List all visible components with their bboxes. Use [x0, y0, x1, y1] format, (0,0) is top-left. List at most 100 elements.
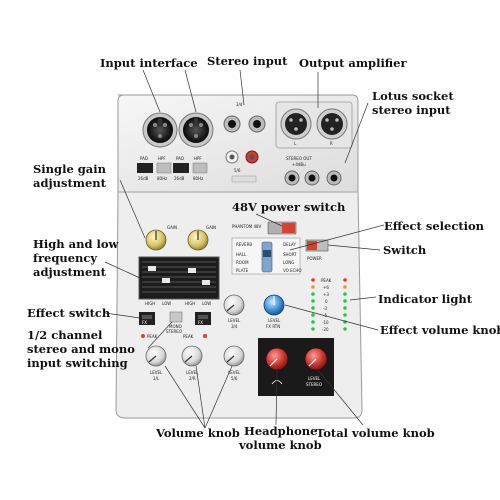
total-volume-knob — [304, 347, 328, 371]
long-label: LONG — [283, 260, 294, 265]
svg-text:5/6: 5/6 — [234, 168, 241, 173]
label-effect-switch: Effect switch — [27, 306, 111, 320]
eq-high-2: HIGH — [185, 301, 195, 306]
meter-minus10: -10 — [322, 320, 329, 325]
level-knob-56 — [223, 345, 245, 367]
power-label: POWER — [307, 256, 322, 261]
label-channel-switch-2: stereo and mono — [27, 342, 135, 356]
label-channel-switch-1: 1/2 channel — [27, 328, 103, 342]
label-headphone-1: Headphone — [244, 424, 318, 438]
gain-knob-1 — [145, 229, 167, 251]
level-label-2: LEVEL — [186, 370, 199, 375]
meter-0: 0 — [325, 299, 328, 304]
meter-peak: PEAK — [321, 278, 332, 283]
fx-switch-1 — [139, 312, 155, 325]
rca-red — [245, 150, 259, 164]
gain-label-2: GAIN — [206, 225, 216, 230]
vo-echo-label: VO ECHO — [283, 268, 302, 273]
label-high-low-3: adjustment — [33, 265, 106, 279]
level-label-56: LEVEL — [228, 370, 241, 375]
label-single-gain-2: adjustment — [33, 176, 106, 190]
fx-label-1: FX — [142, 320, 147, 325]
combo-input-1 — [142, 112, 178, 148]
pad-label-2: PAD — [176, 156, 184, 161]
label-switch: Switch — [383, 243, 427, 257]
reverb-label: REVERB — [236, 242, 252, 247]
stereo-out-label: STEREO OUT — [286, 156, 312, 161]
pad-db-2: 26dB — [174, 176, 185, 181]
level-knob-2r — [181, 345, 203, 367]
hpf-label-1: HPF — [158, 156, 166, 161]
label-stereo-input: Stereo input — [207, 54, 288, 68]
meter-plus6: +6 — [323, 285, 329, 290]
stereo-label: STEREO — [166, 329, 182, 334]
level-34-label: 3/4 — [231, 324, 238, 329]
peak-label-1: PEAK — [147, 334, 158, 339]
fx-label-2: FX — [198, 320, 203, 325]
level-label-1: LEVEL — [150, 370, 163, 375]
pad-db-1: 26dB — [138, 176, 149, 181]
hall-label: HALL — [236, 252, 247, 257]
phantom-label: PHANTOM 48V — [232, 224, 262, 229]
gain-knob-2 — [187, 229, 209, 251]
fx-rtn-knob — [263, 294, 285, 316]
stereo-jack-l — [223, 115, 241, 133]
eq-high-1: HIGH — [145, 301, 155, 306]
peak-label-2: PEAK — [183, 334, 194, 339]
label-indicator-light: Indicator light — [378, 292, 473, 306]
meter-plus3: +3 — [323, 292, 329, 297]
plate-label: PLATE — [236, 268, 249, 273]
label-effect-selection: Effect selection — [384, 219, 485, 233]
phantom-power-switch — [267, 221, 297, 235]
callout-lines — [104, 69, 385, 429]
label-single-gain-1: Single gain — [33, 162, 106, 176]
pad-label-1: PAD — [140, 156, 148, 161]
hpf-label-2: HPF — [194, 156, 202, 161]
mono-label: MONO — [169, 324, 182, 329]
label-lotus-socket-1: Lotus socket — [372, 89, 454, 103]
eq-low-2: LOW — [202, 301, 211, 306]
hpf-hz-2: 80Hz — [193, 176, 203, 181]
label-lotus-socket-2: stereo input — [372, 103, 451, 117]
label-input-interface: Input interface — [100, 56, 198, 70]
combo-input-2 — [178, 112, 214, 148]
meter-minus3: -3 — [323, 306, 327, 311]
hpf-hz-1: 80Hz — [157, 176, 167, 181]
out-db-label: +4dBu — [292, 162, 306, 167]
eq-fader-block — [138, 256, 220, 300]
label-high-low-2: frequency — [33, 251, 98, 265]
mono-stereo-switch — [169, 311, 183, 323]
label-48v-power: 48V power switch — [232, 200, 346, 214]
label-high-low-1: High and low — [33, 237, 119, 251]
fx-rtn-label: FX RTN — [266, 324, 280, 329]
master-level-label: LEVEL — [308, 376, 321, 381]
level-56-label: 5/6 — [231, 376, 238, 381]
headphone-knob — [265, 347, 289, 371]
power-switch — [305, 239, 329, 252]
rca-white — [225, 150, 239, 164]
level-2r-label: 2/R — [189, 376, 196, 381]
label-volume-knob: Volume knob — [156, 426, 240, 440]
label-headphone-2: volume knob — [239, 438, 322, 452]
fx-switch-2 — [195, 312, 211, 325]
xlr-output-r — [316, 108, 348, 140]
master-stereo-label: STEREO — [306, 382, 322, 387]
room-label: ROOM — [236, 260, 249, 265]
level-1l-label: 1/L — [153, 376, 160, 381]
gain-label-1: GAIN — [167, 225, 177, 230]
xlr-output-l — [280, 108, 312, 140]
level-knob-34 — [223, 294, 245, 316]
label-channel-switch-3: input switching — [27, 356, 128, 370]
label-effect-volume-knob: Effect volume knob — [380, 323, 500, 337]
eq-low-1: LOW — [162, 301, 171, 306]
svg-text:3/4: 3/4 — [236, 102, 243, 107]
label-total-volume-knob: Total volume knob — [316, 426, 435, 440]
meter-minus20: -20 — [322, 327, 329, 332]
label-output-amplifier: Output amplifier — [299, 56, 407, 70]
fx-rtn-level-label: LEVEL — [268, 318, 281, 323]
level-knob-1l — [145, 345, 167, 367]
out-r-label: R — [330, 141, 333, 146]
out-l-label: L — [294, 141, 297, 146]
delay-label: DELAY — [283, 242, 296, 247]
